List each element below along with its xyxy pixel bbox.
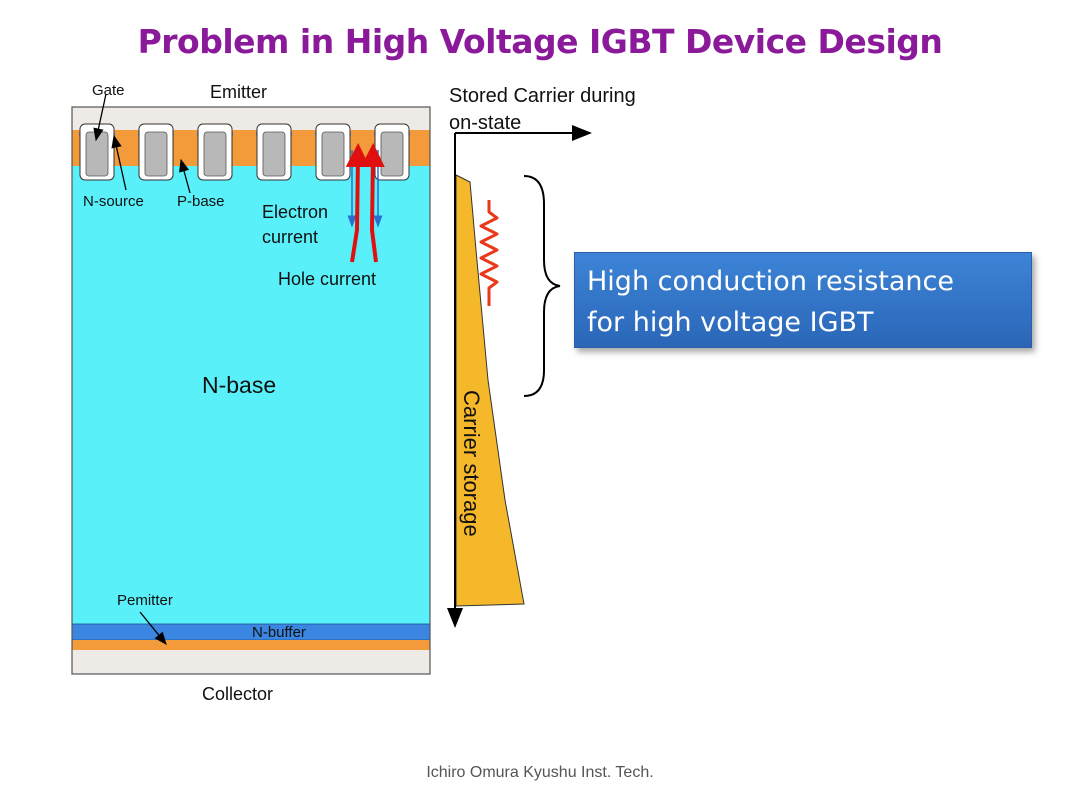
- collector-metal: [72, 650, 430, 674]
- footer-credit: Ichiro Omura Kyushu Inst. Tech.: [426, 764, 654, 781]
- pemitter-leader: [139, 611, 167, 646]
- electron-current-label-line1: Electron: [262, 202, 328, 222]
- gate-label: Gate: [92, 82, 125, 99]
- carrier-storage-label: Carrier storage: [459, 390, 484, 537]
- hole-current-label: Hole current: [278, 269, 376, 289]
- n-buffer-layer: [71, 623, 431, 641]
- p-emitter-layer: [72, 640, 430, 650]
- electron-current-label-line2: current: [262, 227, 318, 247]
- p-base-label: P-base: [177, 193, 225, 210]
- slide-title: Problem in High Voltage IGBT Device Desi…: [137, 22, 943, 61]
- trench-gate: [79, 123, 115, 181]
- callout-line-2: for high voltage IGBT: [587, 307, 874, 338]
- trench-gate: [138, 123, 174, 181]
- n-source-leader: [111, 134, 127, 191]
- callout-line-1: High conduction resistance: [587, 266, 954, 297]
- emitter-metal: [71, 106, 431, 134]
- trench-gate: [197, 123, 233, 181]
- trench-gate: [374, 123, 410, 181]
- trench-gate: [315, 123, 351, 181]
- gate-leader: [93, 93, 107, 142]
- profile-axis-label-line2: on-state: [449, 112, 521, 134]
- resistor-symbol: [479, 200, 499, 306]
- trench-gates: [79, 123, 410, 181]
- hole-current-arrow: [345, 143, 370, 263]
- n-buffer-label: N-buffer: [252, 624, 306, 641]
- n-base-label: N-base: [202, 372, 276, 398]
- curly-brace: [523, 175, 561, 397]
- profile-axis-label-line1: Stored Carrier during: [449, 85, 636, 107]
- trench-gate: [256, 123, 292, 181]
- carrier-storage-area: [455, 174, 525, 607]
- n-source-label: N-source: [83, 193, 144, 210]
- resistance-callout: High conduction resistance for high volt…: [574, 252, 1032, 348]
- device-outline: [71, 106, 431, 675]
- hole-current-arrow: [360, 143, 385, 263]
- collector-label: Collector: [202, 684, 273, 704]
- p-base-leader: [179, 158, 191, 194]
- emitter-label: Emitter: [210, 82, 267, 102]
- pemitter-label: Pemitter: [117, 592, 173, 609]
- device-cross-section: Gate Emitter N-source P-base Electron cu…: [71, 82, 431, 704]
- carrier-profile: Stored Carrier during on-state Carrier s…: [447, 85, 636, 628]
- n-base-region: [72, 166, 430, 624]
